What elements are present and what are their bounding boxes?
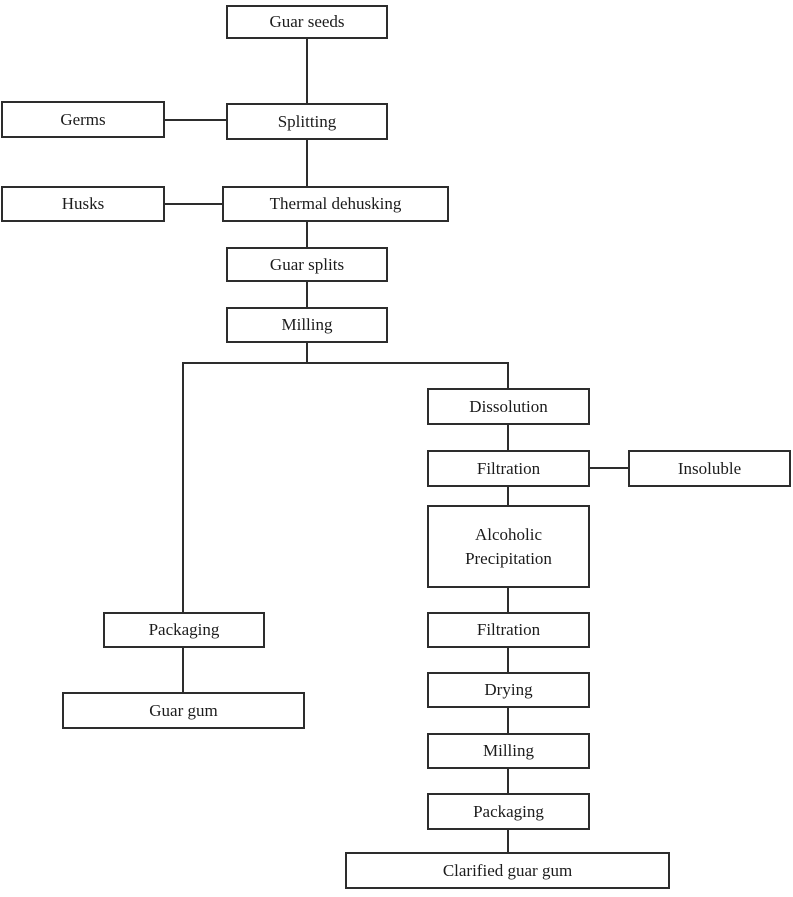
node-husks: Husks bbox=[1, 186, 165, 222]
node-milling: Milling bbox=[226, 307, 388, 343]
connector-branch-packaging-left bbox=[182, 362, 184, 612]
node-insoluble: Insoluble bbox=[628, 450, 791, 487]
node-guar-seeds: Guar seeds bbox=[226, 5, 388, 39]
node-dissolution: Dissolution bbox=[427, 388, 590, 425]
connector-thermal-dehusking-guar-splits bbox=[306, 222, 308, 247]
node-filtration-2: Filtration bbox=[427, 612, 590, 648]
connector-milling-packaging bbox=[507, 769, 509, 793]
node-packaging-right: Packaging bbox=[427, 793, 590, 830]
node-splitting: Splitting bbox=[226, 103, 388, 140]
connector-guar-seeds-splitting bbox=[306, 39, 308, 103]
connector-milling-branch bbox=[306, 343, 308, 364]
node-milling-2: Milling bbox=[427, 733, 590, 769]
connector-branch-dissolution bbox=[507, 362, 509, 388]
connector-husks-thermal-dehusking bbox=[165, 203, 222, 205]
connector-germs-splitting bbox=[165, 119, 226, 121]
connector-branch-horizontal bbox=[182, 362, 509, 364]
connector-dissolution-filtration bbox=[507, 425, 509, 450]
connector-splitting-thermal-dehusking bbox=[306, 140, 308, 186]
node-drying: Drying bbox=[427, 672, 590, 708]
connector-alcoholic-precipitation-filtration bbox=[507, 588, 509, 612]
node-guar-splits: Guar splits bbox=[226, 247, 388, 282]
node-guar-gum: Guar gum bbox=[62, 692, 305, 729]
node-thermal-dehusking: Thermal dehusking bbox=[222, 186, 449, 222]
node-germs: Germs bbox=[1, 101, 165, 138]
connector-filtration-alcoholic-precipitation bbox=[507, 487, 509, 505]
node-clarified-guar-gum: Clarified guar gum bbox=[345, 852, 670, 889]
node-filtration-1: Filtration bbox=[427, 450, 590, 487]
connector-filtration-drying bbox=[507, 648, 509, 672]
node-alcoholic-precipitation: Alcoholic Precipitation bbox=[427, 505, 590, 588]
connector-packaging-clarified-guar-gum bbox=[507, 830, 509, 852]
connector-guar-splits-milling bbox=[306, 282, 308, 307]
connector-drying-milling bbox=[507, 708, 509, 733]
connector-filtration-insoluble bbox=[590, 467, 628, 469]
node-packaging-left: Packaging bbox=[103, 612, 265, 648]
connector-packaging-guar-gum bbox=[182, 648, 184, 692]
